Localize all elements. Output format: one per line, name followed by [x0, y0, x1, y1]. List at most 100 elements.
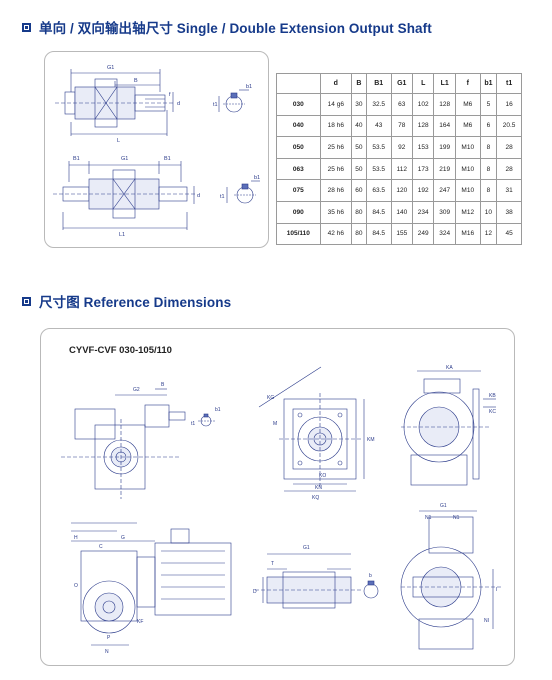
ref-label-m: M	[273, 421, 277, 427]
table-cell: 31	[496, 179, 522, 202]
table-cell: 102	[411, 93, 435, 116]
table-cell: 53.5	[365, 136, 392, 159]
table-cell: 14 g6	[319, 93, 352, 116]
table-cell: 20.5	[496, 114, 522, 138]
table-cell: 8	[479, 179, 498, 202]
table-row: 030 14 g6 30 32.5 63 102 128 M6 5 16	[276, 93, 522, 116]
table-cell: 80	[350, 200, 367, 224]
table-row: 090 35 h6 80 84.5 140 234 309 M12 10 38	[276, 200, 522, 224]
reference-section-title: 尺寸图 Reference Dimensions	[22, 291, 231, 311]
table-cell: 112	[390, 157, 414, 181]
table-cell: 219	[433, 157, 456, 181]
table-cell: M12	[454, 200, 481, 224]
col-header: L1	[433, 73, 456, 94]
table-cell: M6	[454, 114, 481, 138]
table-cell: 234	[411, 200, 435, 224]
table-cell: 249	[411, 222, 435, 246]
table-cell: 32.5	[365, 93, 392, 116]
ref-label-o: O	[74, 583, 78, 589]
ref-label-kc: KC	[489, 409, 496, 415]
ref-label-c: C	[99, 544, 103, 550]
ref-label-d: D	[253, 589, 257, 595]
table-cell: 309	[433, 200, 456, 224]
col-header: B	[350, 73, 367, 94]
table-cell: 78	[390, 114, 414, 138]
label-b1-double: b1	[254, 175, 260, 181]
label-d: d	[177, 101, 180, 107]
ref-label-g: G	[121, 535, 125, 541]
table-cell: 120	[390, 179, 414, 202]
col-header: t1	[496, 73, 522, 94]
table-cell: M10	[454, 179, 481, 202]
ref-label-p: P	[107, 635, 111, 641]
ref-label-ka: KA	[446, 365, 453, 371]
table-cell: 63	[390, 93, 414, 116]
table-cell: 324	[433, 222, 456, 246]
table-cell: 60	[350, 179, 367, 202]
table-row: 040 18 h6 40 43 78 128 164 M6 6 20.5	[276, 114, 522, 138]
table-cell: 43	[365, 114, 392, 138]
ref-label-kg: KG	[267, 395, 274, 401]
label-b: B	[134, 78, 138, 84]
spec-table: d B B1 G1 L L1 f b1 t1 030 14 g6 30 32.5…	[276, 73, 522, 246]
square-bullet-icon	[22, 296, 31, 306]
table-cell: 5	[479, 93, 498, 116]
table-cell: 063	[276, 157, 321, 181]
table-cell: 28	[496, 157, 522, 181]
table-cell: 8	[479, 136, 498, 159]
ref-label-n: N	[105, 649, 109, 655]
reference-title-text: 尺寸图 Reference Dimensions	[39, 295, 232, 310]
ref-label-g1: G1	[303, 545, 310, 551]
table-cell: 25 h6	[319, 136, 352, 159]
table-cell: 42 h6	[319, 222, 352, 246]
label-t1-double: t1	[220, 194, 225, 200]
label-t1: t1	[213, 102, 218, 108]
label-d-double: d	[197, 193, 200, 199]
label-g1: G1	[107, 65, 114, 71]
table-cell: 192	[411, 179, 435, 202]
table-row: 075 28 h6 60 63.5 120 192 247 M10 8 31	[276, 179, 522, 202]
ref-label-n1b: N1	[453, 515, 460, 521]
table-cell: 155	[390, 222, 414, 246]
table-cell: 173	[411, 157, 435, 181]
table-cell: 92	[390, 136, 414, 159]
table-cell: 090	[276, 200, 321, 224]
ref-label-b1: b1	[215, 407, 221, 413]
reference-drawing-panel: G2 B b1 t1 KG M KM KO KN KQ KA KB KC H G…	[40, 328, 515, 666]
table-cell: 12	[479, 222, 498, 246]
table-cell: 030	[276, 93, 321, 116]
table-cell: 128	[433, 93, 456, 116]
label-l1: L1	[119, 232, 125, 238]
table-cell: 35 h6	[319, 200, 352, 224]
ref-label-b: B	[161, 382, 165, 388]
ref-label-b-small: b	[369, 573, 372, 579]
output-shaft-section-title: 单向 / 双向输出轴尺寸 Single / Double Extension O…	[22, 17, 432, 37]
spec-table-header: d B B1 G1 L L1 f b1 t1	[276, 73, 522, 94]
ref-label-km: KM	[367, 437, 375, 443]
table-cell: 63.5	[365, 179, 392, 202]
table-cell: 25 h6	[319, 157, 352, 181]
table-cell: 50	[350, 136, 367, 159]
table-cell: M6	[454, 93, 481, 116]
ref-label-kn: KN	[315, 485, 322, 491]
table-cell: 80	[350, 222, 367, 246]
output-shaft-drawings: G1 B L d f t1 b1 B1 G1 B1 L1 d t1 b1	[53, 65, 260, 238]
table-cell: 53.5	[365, 157, 392, 181]
col-header: L	[411, 73, 435, 94]
ref-label-ko: KO	[319, 473, 326, 479]
table-cell: 050	[276, 136, 321, 159]
col-header: b1	[479, 73, 498, 94]
ref-label-kf: KF	[137, 619, 143, 625]
table-cell: 84.5	[365, 200, 392, 224]
ref-label-kb: KB	[489, 393, 496, 399]
square-bullet-icon	[22, 22, 31, 32]
reference-model-label: CYVF-CVF 030-105/110	[69, 345, 172, 356]
table-cell: 105/110	[276, 222, 321, 246]
ref-label-i: I	[496, 587, 497, 593]
table-cell: M10	[454, 136, 481, 159]
table-cell: 38	[496, 200, 522, 224]
ref-label-t: T	[271, 561, 274, 567]
label-g1-double: G1	[121, 156, 128, 162]
table-cell: M10	[454, 157, 481, 181]
col-header	[276, 73, 321, 94]
